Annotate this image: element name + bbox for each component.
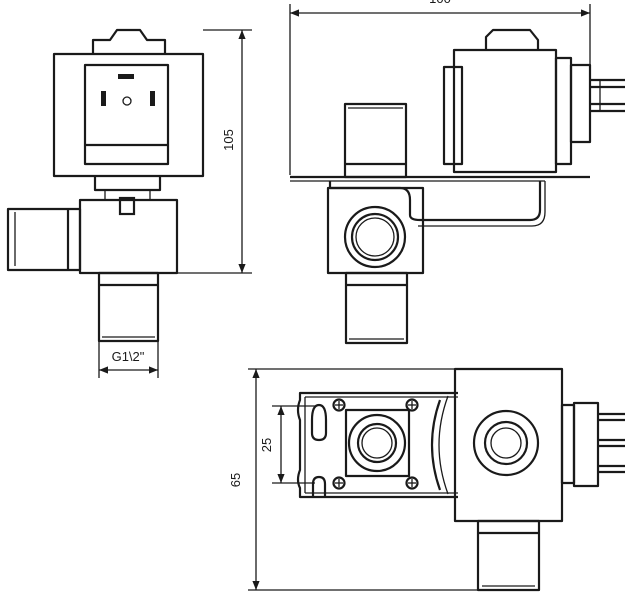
front-coil-body: [52, 52, 205, 178]
bottom-flange: [344, 408, 411, 478]
side-connector: [569, 63, 592, 144]
dim-label-65: 65: [228, 473, 243, 487]
dim-label-100: 100: [429, 0, 451, 6]
front-connector: [83, 63, 170, 166]
side-upper-port: [343, 102, 408, 179]
side-bracket: [328, 181, 542, 222]
front-bottom-port: [97, 271, 160, 343]
front-view: 105 G1\2": [6, 28, 252, 378]
bottom-mounting-plate: [296, 391, 458, 499]
bottom-connector: [572, 401, 600, 488]
front-coil-cap: [91, 28, 167, 54]
screw-bottom-right: [405, 476, 419, 490]
bottom-coil-body: [453, 367, 564, 523]
side-view: 100: [289, 0, 625, 345]
screw-top-left: [332, 398, 346, 412]
bottom-coil-ring: [472, 409, 540, 477]
side-bottom-port: [344, 271, 409, 345]
bottom-slot: [311, 475, 327, 497]
bottom-coil-rear: [560, 403, 576, 485]
side-coil-body: [452, 48, 558, 174]
screw-bottom-left: [332, 476, 346, 490]
dim-label-thread: G1\2": [112, 349, 145, 364]
side-port-outer: [343, 205, 407, 269]
dim-label-105: 105: [221, 129, 236, 151]
bottom-outlet-port: [476, 519, 541, 592]
side-coil-cap: [484, 28, 540, 50]
bottom-coil-arc: [430, 399, 442, 491]
front-neck: [93, 176, 162, 192]
bottom-view: 65 25: [228, 367, 625, 592]
bottom-port-outer: [347, 413, 407, 473]
front-side-port: [6, 207, 82, 272]
keyhole-slot: [310, 403, 328, 442]
side-coil-rear: [554, 56, 573, 166]
screw-top-right: [405, 398, 419, 412]
dim-label-25: 25: [259, 438, 274, 452]
